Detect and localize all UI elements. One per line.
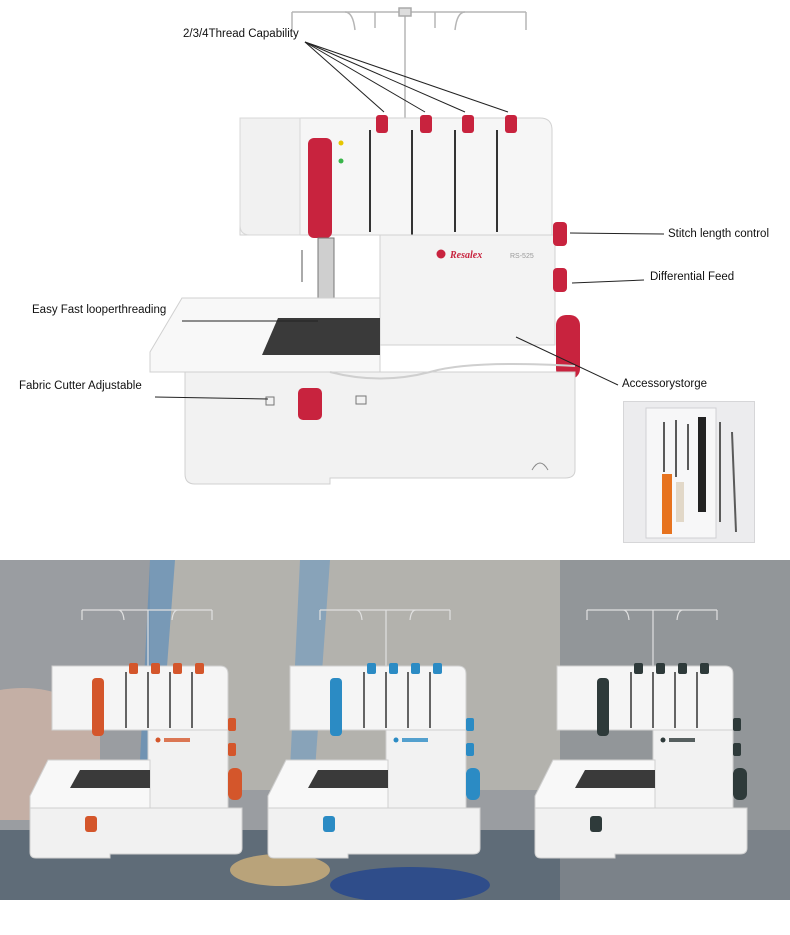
- label-fabric-cutter: Fabric Cutter Adjustable: [19, 380, 142, 392]
- label-easy-threading: Easy Fast looperthreading: [32, 304, 167, 316]
- machine-pillar: [379, 234, 556, 346]
- label-differential-feed: Differential Feed: [650, 271, 735, 283]
- machine-base: [184, 363, 576, 485]
- side-knobs: [553, 222, 580, 379]
- variant-machine: [29, 609, 243, 859]
- variant-machines: [29, 609, 748, 859]
- variant-machine: [267, 609, 481, 859]
- thread-stand: [291, 7, 527, 118]
- product-diagram: Resalex RS-525: [19, 7, 770, 543]
- label-accessory-storage: Accessorystorge: [622, 378, 708, 390]
- label-thread-capability: 2/3/4Thread Capability: [183, 28, 299, 40]
- variant-machine: [534, 609, 748, 859]
- label-stitch-length: Stitch length control: [668, 228, 770, 240]
- serger-machine-illustration: Resalex RS-525: [149, 7, 665, 485]
- model-number: RS-525: [510, 253, 534, 260]
- color-variants-photo: [0, 560, 790, 900]
- machine-upper-body: [239, 115, 553, 240]
- bottom-whitespace: [0, 900, 790, 935]
- brand-logo: Resalex: [449, 250, 482, 261]
- accessory-storage-photo: [623, 401, 755, 543]
- callout-lines: [154, 41, 665, 400]
- work-table: [149, 297, 381, 373]
